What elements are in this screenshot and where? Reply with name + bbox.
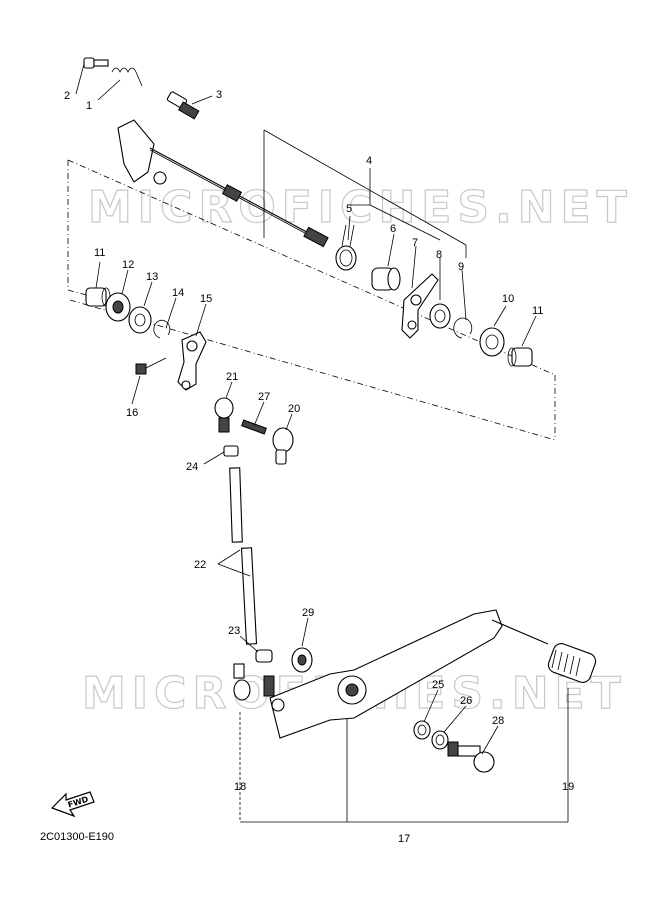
callout-24: 24: [186, 461, 198, 473]
callout-12: 12: [122, 259, 134, 271]
washer-part-10: [479, 327, 505, 357]
collar-part-6: [371, 267, 401, 291]
spring-part-5: [335, 224, 357, 271]
callout-1: 1: [86, 100, 92, 112]
callout-3: 3: [216, 89, 222, 101]
forward-arrow-icon: FWD: [50, 791, 95, 818]
pivot-bolt-part-28: [447, 741, 495, 773]
circlip-part-25: [413, 720, 431, 740]
callout-18: 18: [234, 781, 246, 793]
callout-4: 4: [366, 155, 372, 167]
callout-16: 16: [126, 407, 138, 419]
callout-27: 27: [258, 391, 270, 403]
callout-14: 14: [172, 287, 184, 299]
shift-shaft: [117, 119, 329, 248]
shift-pedal-part-17: [269, 609, 549, 739]
callout-21: 21: [226, 371, 238, 383]
callout-20: 20: [288, 403, 300, 415]
callout-22: 22: [194, 559, 206, 571]
rod-end-part-20: [272, 427, 294, 465]
callout-23: 23: [228, 625, 240, 637]
bolt-part-16: [135, 357, 167, 375]
callout-11-right: 11: [532, 305, 543, 317]
rod-end-lower: [233, 663, 275, 701]
callout-2: 2: [64, 90, 70, 102]
circlip-part-9: [453, 317, 473, 339]
nut-part-23: [255, 649, 273, 663]
circlip-part-14: [153, 319, 171, 339]
callout-15: 15: [200, 293, 212, 305]
shift-arm-part-15: [177, 331, 207, 391]
callout-26: 26: [460, 695, 472, 707]
assembly-frame-lines: [67, 129, 569, 823]
washer-part-13: [128, 306, 152, 334]
bolt-part-2: [83, 57, 109, 69]
watermark-upper: MICROFICHES.NET: [88, 182, 633, 233]
callout-11-left: 11: [94, 247, 105, 259]
callout-17: 17: [398, 833, 410, 845]
pedal-rubber-part-19: [547, 643, 597, 683]
callout-labels: 2 1 3 4 5 6 7 8 9 10 11 11 12 13 14 15 1…: [64, 89, 574, 845]
callout-28: 28: [492, 715, 504, 727]
rod-end-part-21: [214, 397, 234, 433]
lever-part-7: [401, 273, 439, 339]
shift-rod-part-22: [217, 467, 258, 645]
callout-25: 25: [432, 679, 444, 691]
washer-part-26: [431, 730, 449, 750]
callout-7: 7: [412, 237, 418, 249]
seal-part-12: [105, 292, 131, 322]
callout-13: 13: [146, 271, 158, 283]
washer-part-8: [429, 303, 451, 329]
bearing-part-11-right: [507, 347, 533, 367]
callout-5: 5: [346, 203, 352, 215]
washer-part-29: [291, 647, 313, 673]
nut-part-24: [223, 445, 239, 457]
figure-code: 2C01300-E190: [40, 831, 114, 843]
callout-29: 29: [302, 607, 314, 619]
bolt-part-27: [241, 419, 267, 435]
callout-19: 19: [562, 781, 574, 793]
callout-leaders: [75, 63, 537, 755]
callout-10: 10: [502, 293, 514, 305]
callout-9: 9: [458, 261, 464, 273]
spring-part-1: [111, 67, 143, 87]
callout-6: 6: [390, 223, 396, 235]
pin-part-3: [166, 91, 200, 120]
callout-8: 8: [436, 249, 442, 261]
